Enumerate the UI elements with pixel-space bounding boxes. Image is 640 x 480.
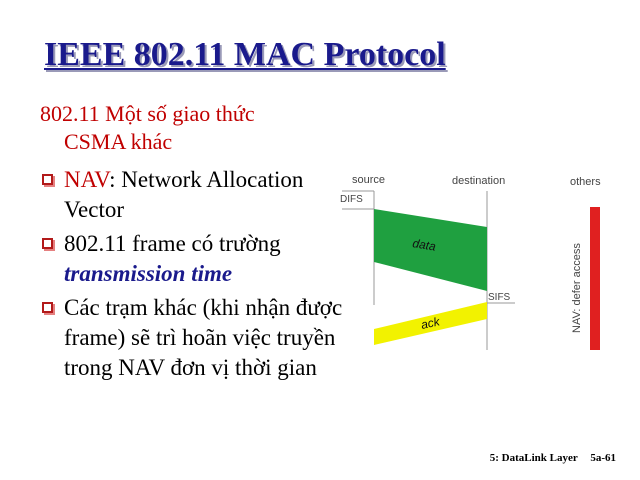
subtitle-line-2: CSMA khác	[64, 129, 173, 154]
others-label: others	[570, 176, 601, 188]
slide-footer: 5: DataLink Layer 5a-61	[490, 452, 616, 464]
footer-chapter: 5: DataLink Layer	[489, 452, 578, 464]
source-label: source	[352, 174, 385, 186]
bullet-defer: Các trạm khác (khi nhận được frame) sẽ t…	[40, 293, 345, 383]
bullet-marker-icon	[42, 174, 55, 187]
defer-text: Các trạm khác (khi nhận được frame) sẽ t…	[64, 295, 343, 380]
sifs-label: SIFS	[488, 292, 511, 303]
bullet-list: NAV: Network Allocation Vector 802.11 fr…	[40, 165, 345, 387]
ack-frame	[374, 302, 487, 345]
bullet-marker-icon	[42, 302, 55, 315]
nav-definition: : Network Allocation Vector	[64, 167, 304, 222]
nav-timing-diagram: source destination others DIFS data SIFS…	[340, 174, 601, 350]
ack-frame-label: ack	[420, 314, 442, 332]
bullet-nav: NAV: Network Allocation Vector	[40, 165, 345, 225]
bullet-transmission-time: 802.11 frame có trường transmission time	[40, 229, 345, 289]
data-frame-label: data	[412, 236, 438, 254]
slide-title: IEEE 802.11 MAC Protocol	[44, 36, 446, 73]
nav-defer-bar	[590, 207, 600, 350]
subtitle-line-1: 802.11 Một số giao thức	[40, 101, 255, 126]
data-frame	[374, 209, 487, 291]
frame-field-text: 802.11 frame có trường	[64, 231, 281, 256]
destination-label: destination	[452, 175, 505, 187]
difs-label: DIFS	[340, 194, 363, 205]
footer-page-number: 5a-61	[590, 452, 616, 464]
transmission-time-term: transmission time	[64, 261, 233, 286]
bullet-marker-icon	[42, 238, 55, 251]
nav-defer-label: NAV: defer access	[571, 243, 583, 333]
nav-term: NAV	[64, 167, 110, 192]
slide-subtitle: 802.11 Một số giao thức CSMA khác	[40, 100, 340, 156]
